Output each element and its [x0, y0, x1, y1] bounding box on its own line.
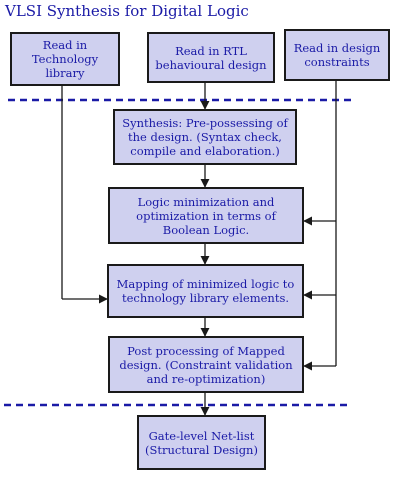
- box-post-processing: Post processing of Mapped design. (Const…: [108, 336, 304, 393]
- box-mapping: Mapping of minimized logic to technology…: [107, 264, 304, 318]
- box-synthesis: Synthesis: Pre-possessing of the design.…: [113, 109, 297, 165]
- box-logic-minimization: Logic minimization and optimization in t…: [108, 187, 304, 244]
- box-read-rtl: Read in RTL behavioural design: [147, 32, 275, 83]
- box-gate-level-netlist: Gate-level Net-list (Structural Design): [137, 415, 266, 470]
- diagram-title: VLSI Synthesis for Digital Logic: [5, 2, 249, 20]
- box-read-constraints: Read in design constraints: [284, 29, 390, 81]
- box-read-tech-library: Read in Technology library: [10, 32, 120, 86]
